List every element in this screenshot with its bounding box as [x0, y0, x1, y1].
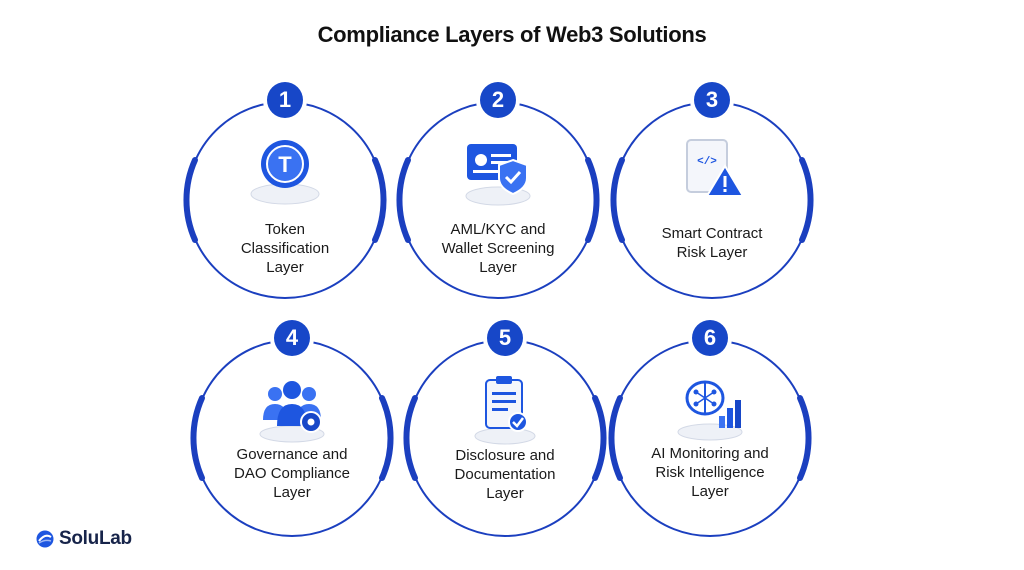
layer-card-5: 5 Disclosure and Documentation Layer [403, 320, 607, 538]
ring-outline [608, 339, 812, 537]
layer-card-6: 6 AI Monitoring and Risk Intelligence La… [608, 320, 812, 538]
users-gear-icon [247, 370, 337, 450]
step-number-badge: 5 [487, 320, 523, 356]
step-number-badge: 4 [274, 320, 310, 356]
layer-label: AI Monitoring and Risk Intelligence Laye… [651, 445, 769, 500]
solulab-logo-icon [36, 530, 54, 548]
layer-card-1: 1 T Token Classification Layer [183, 82, 387, 300]
step-number-badge: 3 [694, 82, 730, 118]
svg-text:T: T [278, 152, 292, 177]
svg-text:</>: </> [697, 156, 717, 168]
clipboard-check-icon [460, 370, 550, 450]
step-number-badge: 6 [692, 320, 728, 356]
layer-label: Governance and DAO Compliance Layer [234, 446, 350, 501]
layer-label: Token Classification Layer [240, 221, 330, 276]
layer-card-3: 3 </> Smart Contract Risk Layer [610, 82, 814, 300]
step-number-badge: 1 [267, 82, 303, 118]
code-document-warning-icon: </> [667, 132, 757, 212]
page-title: Compliance Layers of Web3 Solutions [317, 22, 707, 47]
layer-card-2: 2 AML/KYC and Wallet Screening Layer [396, 82, 600, 300]
layer-label: AML/KYC and Wallet Screening Layer [441, 221, 555, 276]
layer-label: Disclosure and Documentation Layer [454, 447, 556, 502]
solulab-logo: SoluLab [36, 528, 132, 550]
token-coin-icon: T [240, 132, 330, 212]
layer-label: Smart Contract Risk Layer [661, 225, 763, 261]
layer-card-4: 4 Governance and DAO Compliance Layer [190, 320, 394, 538]
step-number-badge: 2 [480, 82, 516, 118]
id-card-shield-icon [453, 132, 543, 212]
logo-text: SoluLab [59, 528, 132, 549]
ai-brain-chart-icon [665, 370, 755, 450]
